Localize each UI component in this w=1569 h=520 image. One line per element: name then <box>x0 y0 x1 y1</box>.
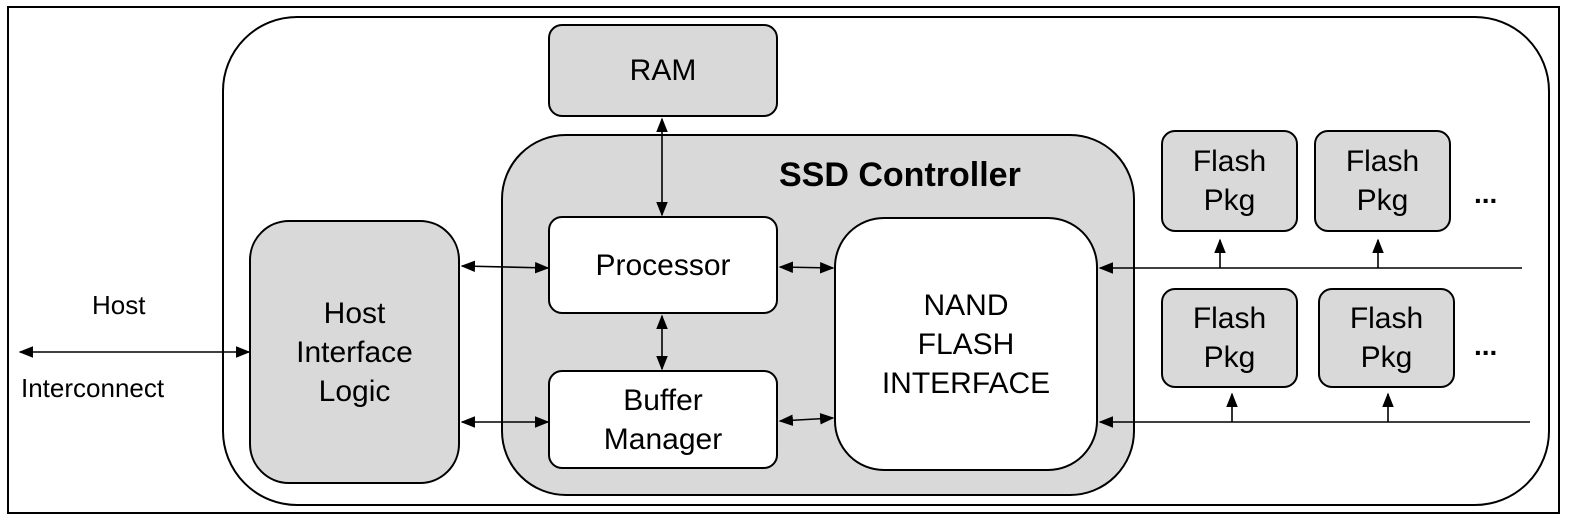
processor-nand-arrow <box>778 261 835 274</box>
buffer-manager-line2: Manager <box>603 422 723 456</box>
ellipsis-top: ... <box>1474 178 1498 209</box>
processor-label: Processor <box>595 248 731 282</box>
host-interface-line2: Interface <box>296 335 413 369</box>
ellipsis-bottom: ... <box>1474 330 1498 361</box>
flash-pkg-3-line2: Pkg <box>1203 341 1256 374</box>
flash-pkg-2: Flash Pkg <box>1314 130 1451 232</box>
flash-pkg-3: Flash Pkg <box>1161 288 1298 388</box>
host-label: Host <box>92 290 146 320</box>
interconnect-label: Interconnect <box>21 373 165 403</box>
host-interface-logic-block: Host Interface Logic <box>249 220 460 484</box>
buffer-manager-line1: Buffer <box>623 383 703 417</box>
nand-line3: INTERFACE <box>881 366 1051 400</box>
nand-line1: NAND <box>923 288 1009 322</box>
flash-pkg-4-line2: Pkg <box>1360 341 1413 374</box>
nand-flash-interface-block: NAND FLASH INTERFACE <box>834 217 1098 471</box>
flash-pkg-1-line1: Flash <box>1192 145 1267 178</box>
ram-label: RAM <box>629 54 697 87</box>
diagram-frame <box>7 6 1560 514</box>
flash-pkg-1: Flash Pkg <box>1161 130 1298 232</box>
flash-pkg-4: Flash Pkg <box>1318 288 1455 388</box>
ssd-controller-title: SSD Controller <box>779 156 1021 194</box>
nand-line2: FLASH <box>917 327 1015 361</box>
host-interface-line1: Host <box>323 296 386 330</box>
buffer-manager-block: Buffer Manager <box>548 370 778 469</box>
flash-pkg-3-line1: Flash <box>1192 302 1267 335</box>
ram-block: RAM <box>548 24 778 117</box>
flash-pkg-1-line2: Pkg <box>1203 184 1256 217</box>
hil-processor-arrow <box>460 260 550 274</box>
flash-pkg-4-line1: Flash <box>1349 302 1424 335</box>
host-interface-line3: Logic <box>318 374 391 408</box>
flash-pkg-2-line2: Pkg <box>1356 184 1409 217</box>
flash-pkg-2-line1: Flash <box>1345 145 1420 178</box>
buffer-nand-arrow <box>778 412 835 427</box>
